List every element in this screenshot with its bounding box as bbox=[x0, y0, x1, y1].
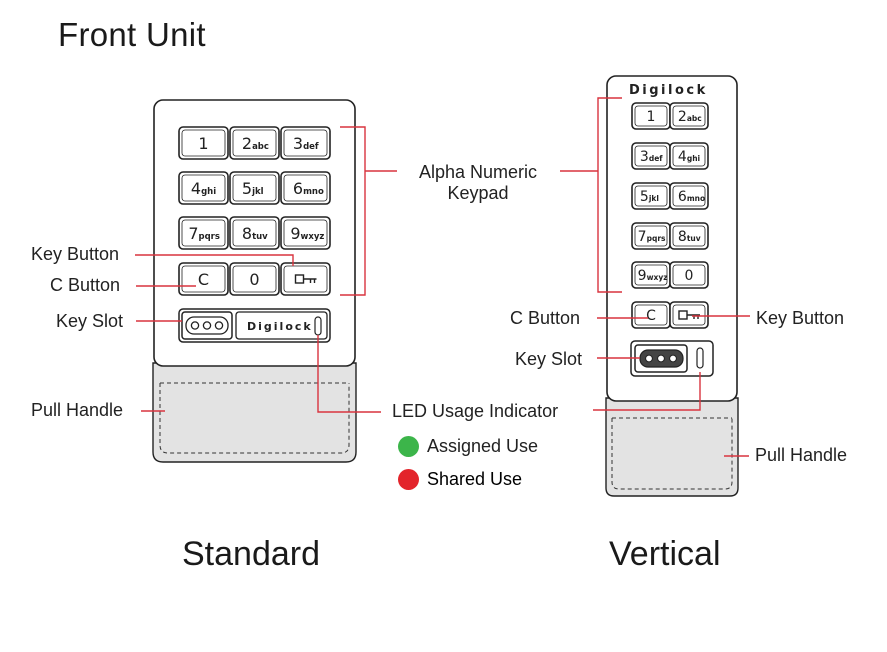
standard-brand: Digilock bbox=[247, 320, 313, 333]
vertical-caption: Vertical bbox=[609, 535, 721, 573]
svg-text:4ghi: 4ghi bbox=[678, 149, 700, 165]
legend: Assigned Use Shared Use bbox=[398, 436, 538, 490]
vertical-key-5[interactable]: 5jkl bbox=[631, 182, 671, 210]
standard-key-3[interactable]: 3def bbox=[280, 126, 331, 160]
svg-text:9wxyz: 9wxyz bbox=[290, 224, 324, 243]
svg-text:6mno: 6mno bbox=[293, 179, 324, 198]
legend-label-assigned: Assigned Use bbox=[427, 436, 539, 456]
vertical-key-3[interactable]: 3def bbox=[631, 142, 671, 170]
vertical-brand: Digilock bbox=[629, 83, 708, 98]
standard-key-5[interactable]: 5jkl bbox=[229, 171, 280, 205]
vertical-key-7[interactable]: 7pqrs bbox=[631, 222, 671, 250]
legend-item-assigned: Assigned Use bbox=[398, 436, 538, 457]
standard-caption: Standard bbox=[182, 535, 320, 573]
standard-led bbox=[314, 316, 322, 336]
vertical-key-6[interactable]: 6mno bbox=[669, 182, 709, 210]
standard-key-2[interactable]: 2abc bbox=[229, 126, 280, 160]
svg-text:3def: 3def bbox=[293, 134, 319, 153]
standard-pull-handle bbox=[152, 362, 357, 463]
vertical-pull-handle bbox=[605, 397, 739, 497]
keypad-label-line2: Keypad bbox=[447, 183, 509, 203]
vertical-key-C[interactable]: C bbox=[631, 301, 671, 329]
standard-key-9[interactable]: 9wxyz bbox=[280, 216, 331, 250]
page-title: Front Unit bbox=[58, 16, 206, 53]
standard-key-4[interactable]: 4ghi bbox=[178, 171, 229, 205]
vertical-key-4[interactable]: 4ghi bbox=[669, 142, 709, 170]
c-button-label: C Button bbox=[50, 275, 121, 295]
svg-text:7pqrs: 7pqrs bbox=[188, 224, 220, 243]
vertical-key-1[interactable]: 1 bbox=[631, 102, 671, 130]
svg-text:1: 1 bbox=[647, 109, 656, 125]
vertical-pull-handle-label: Pull Handle bbox=[755, 445, 848, 465]
vertical-keypad: 1 2abc 3def 4ghi 5jkl 6mno 7pqrs 8tuv 9wxyz 0C bbox=[631, 102, 709, 329]
led-label: LED Usage Indicator bbox=[392, 401, 559, 421]
svg-text:6mno: 6mno bbox=[678, 189, 705, 205]
key-button-label: Key Button bbox=[31, 244, 120, 264]
vertical-key-key-button[interactable] bbox=[669, 301, 709, 329]
vertical-pull-handle-stitch bbox=[611, 417, 733, 490]
svg-text:5jkl: 5jkl bbox=[242, 179, 264, 198]
vertical-key-2[interactable]: 2abc bbox=[669, 102, 709, 130]
svg-text:4ghi: 4ghi bbox=[191, 179, 216, 198]
svg-text:C: C bbox=[198, 270, 209, 289]
standard-key-7[interactable]: 7pqrs bbox=[178, 216, 229, 250]
standard-key-key-button[interactable] bbox=[280, 262, 331, 296]
leader-lines bbox=[135, 97, 750, 457]
svg-text:9wxyz: 9wxyz bbox=[638, 268, 668, 284]
standard-key-1[interactable]: 1 bbox=[178, 126, 229, 160]
keypad-label: Alpha Numeric Keypad bbox=[408, 162, 548, 204]
svg-text:0: 0 bbox=[685, 268, 694, 284]
svg-text:C: C bbox=[646, 308, 656, 324]
svg-text:8tuv: 8tuv bbox=[242, 224, 268, 243]
svg-text:1: 1 bbox=[198, 134, 208, 153]
legend-label-shared: Shared Use bbox=[427, 469, 523, 489]
svg-text:5jkl: 5jkl bbox=[640, 189, 659, 205]
keypad-label-line1: Alpha Numeric bbox=[418, 162, 538, 182]
red-dot-icon bbox=[398, 469, 419, 490]
standard-key-0[interactable]: 0 bbox=[229, 262, 280, 296]
pull-handle-label: Pull Handle bbox=[31, 400, 124, 420]
standard-key-8[interactable]: 8tuv bbox=[229, 216, 280, 250]
green-dot-icon bbox=[398, 436, 419, 457]
svg-text:0: 0 bbox=[249, 270, 259, 289]
standard-key-slot bbox=[181, 311, 233, 340]
standard-key-6[interactable]: 6mno bbox=[280, 171, 331, 205]
vertical-key-9[interactable]: 9wxyz bbox=[631, 261, 671, 289]
svg-text:2abc: 2abc bbox=[678, 109, 702, 125]
svg-text:7pqrs: 7pqrs bbox=[638, 229, 666, 245]
legend-item-shared: Shared Use bbox=[398, 469, 538, 490]
vertical-key-0[interactable]: 0 bbox=[669, 261, 709, 289]
vertical-key-button-label: Key Button bbox=[756, 308, 845, 328]
svg-text:3def: 3def bbox=[640, 149, 663, 165]
standard-key-C[interactable]: C bbox=[178, 262, 229, 296]
svg-text:2abc: 2abc bbox=[242, 134, 269, 153]
vertical-led bbox=[696, 347, 704, 369]
svg-text:8tuv: 8tuv bbox=[678, 229, 701, 245]
vertical-unit: Digilock 1 2abc 3def 4ghi 5jkl 6mno 7pqrs 8tuv 9… bbox=[605, 75, 739, 497]
vertical-key-slot-label: Key Slot bbox=[515, 349, 583, 369]
key-slot-label: Key Slot bbox=[56, 311, 124, 331]
vertical-key-8[interactable]: 8tuv bbox=[669, 222, 709, 250]
vertical-c-button-label: C Button bbox=[510, 308, 581, 328]
